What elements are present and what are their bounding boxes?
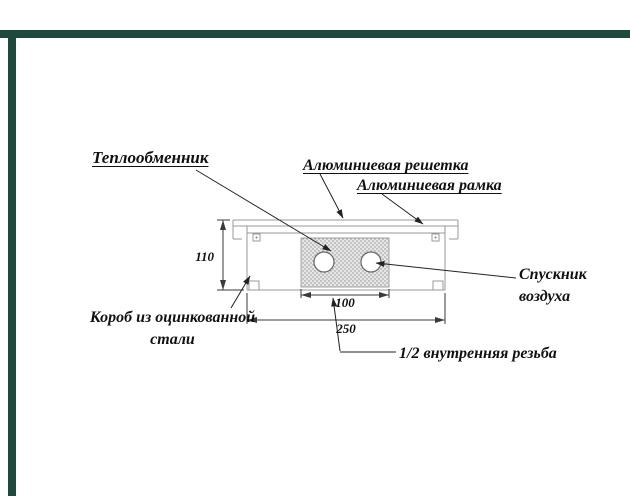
page-border-top (0, 30, 630, 38)
leader-grille (319, 173, 344, 219)
heat-exchanger-label: Теплообменник (92, 148, 209, 167)
dimension-total-width: 250 (335, 321, 356, 336)
dimension-exchanger-width: 100 (335, 295, 355, 310)
aluminum-frame-label: Алюминиевая рамка (357, 177, 502, 194)
thread-label: 1/2 внутренняя резьба (399, 345, 557, 362)
leader-heat-exchanger (195, 169, 332, 252)
leader-frame (381, 193, 424, 225)
leader-lines (195, 169, 517, 353)
pipe-left (313, 251, 335, 273)
steel-box-label: Короб из оцинкованной стали (89, 309, 256, 348)
convector-body (232, 219, 459, 291)
pipe-right (360, 251, 382, 273)
leader-steel-box (230, 275, 251, 309)
dimension-height: 110 (195, 249, 214, 264)
heat-exchanger (300, 237, 390, 288)
frame-clip-right (431, 233, 440, 242)
dimension-values: 110 100 250 (195, 249, 356, 336)
aluminum-grille-label: Алюминиевая решетка (303, 157, 469, 174)
frame-clip-left (252, 233, 261, 242)
dimension-lines (217, 219, 446, 324)
leader-thread (331, 297, 341, 352)
air-vent-label: Спускник воздуха (519, 266, 587, 305)
page-border-left (8, 30, 16, 496)
corner-block-left (248, 280, 260, 291)
leader-air-vent (375, 260, 517, 279)
corner-block-right (432, 280, 444, 291)
